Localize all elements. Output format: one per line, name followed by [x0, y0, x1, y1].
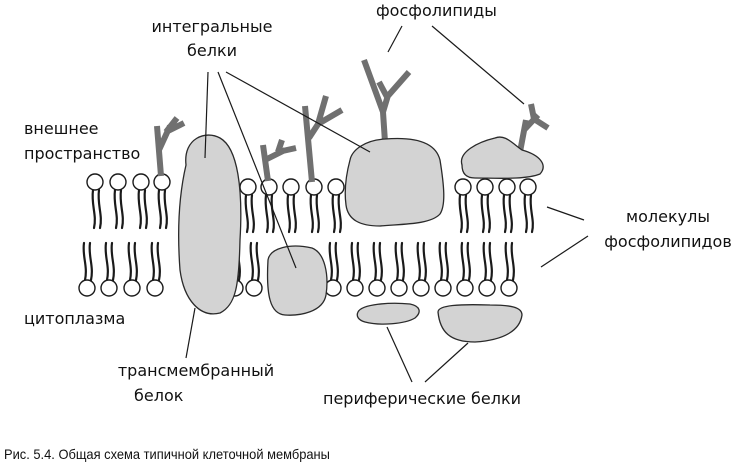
integral-protein-top-right [460, 136, 544, 179]
label-phospholipids: фосфолипиды [376, 1, 497, 20]
label-transmembrane-protein-line2: белок [134, 386, 184, 405]
carbohydrate-chains [154, 58, 550, 183]
peripheral-protein-right [437, 304, 523, 343]
upper-phospholipid-heads [86, 173, 537, 196]
label-external-space-line2: пространство [24, 144, 141, 163]
label-external-space-line1: внешнее [24, 119, 99, 138]
leader-lines [185, 25, 589, 383]
label-integral-proteins-line2: белки [187, 41, 237, 60]
integral-protein-small [266, 245, 328, 316]
integral-protein-large [344, 137, 445, 227]
lower-leaflet-tails [82, 241, 515, 282]
lower-phospholipid-heads [78, 279, 518, 297]
figure-caption: Рис. 5.4. Общая схема типичной клеточной… [4, 446, 330, 462]
peripheral-protein-left [356, 302, 420, 325]
proteins [178, 134, 544, 343]
label-phospholipid-molecules-line2: фосфолипидов [604, 232, 732, 251]
label-cytoplasm: цитоплазма [24, 309, 126, 328]
transmembrane-protein [178, 134, 242, 315]
upper-leaflet-tails [91, 188, 534, 234]
label-phospholipid-molecules-line1: молекулы [626, 207, 710, 226]
label-integral-proteins-line1: интегральные [151, 17, 273, 36]
label-transmembrane-protein-line1: трансмембранный [117, 361, 275, 380]
label-peripheral-proteins: периферические белки [323, 389, 522, 408]
